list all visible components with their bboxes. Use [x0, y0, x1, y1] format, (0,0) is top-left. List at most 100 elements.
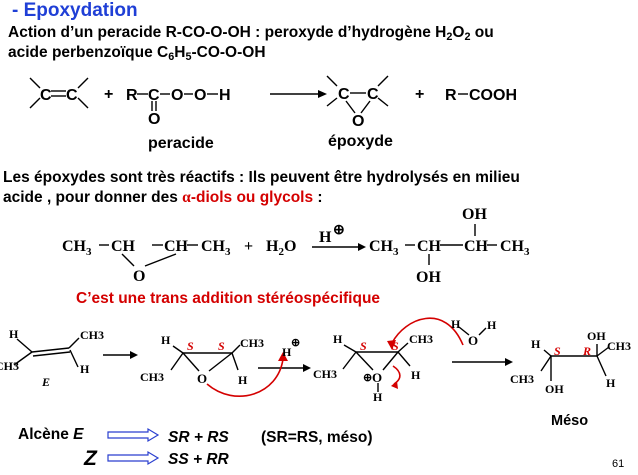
epoxide-label: époxyde — [328, 133, 393, 150]
hydrogen-atom: H — [373, 390, 383, 404]
methyl-group: CH3 — [62, 238, 92, 258]
config-z: Z — [84, 447, 97, 470]
epoxide-oxygen: O — [197, 371, 207, 386]
epoxide-oxygen: O — [352, 113, 364, 130]
hydrogen-atom: H — [531, 337, 541, 351]
hydroxyl-group: OH — [587, 329, 606, 343]
intro-sub: 2 — [464, 31, 471, 43]
methyl-group: CH3 — [240, 336, 264, 350]
hydrogen-atom: H — [238, 373, 248, 387]
epoxide-carbon: C — [367, 86, 379, 103]
meso-label: Méso — [551, 413, 589, 429]
peracide-o: O — [194, 87, 206, 104]
summary-text: Alcène — [18, 426, 74, 443]
title-text: Epoxydation — [23, 0, 138, 21]
plus-sign: + — [244, 238, 253, 255]
methyl-group: CH3 — [510, 372, 534, 386]
methyl-group: CH3 — [500, 238, 530, 258]
methyl-group: CH3 — [80, 328, 104, 342]
summary-row-1-label: Alcène E — [18, 426, 83, 444]
proton: H — [282, 345, 292, 359]
stereo-descriptor-s: S — [218, 339, 225, 353]
epoxide-carbon: C — [338, 86, 350, 103]
reactivity-line-1: Les époxydes sont très réactifs : Ils pe… — [3, 169, 520, 186]
plus-sign: + — [415, 86, 424, 103]
stereo-descriptor-s: S — [554, 344, 561, 358]
peracide-h: H — [219, 87, 231, 104]
peracide-label: peracide — [148, 135, 214, 152]
hydroxyl-group: OH — [416, 269, 441, 286]
intro-line-1: Action d’un peracide R-CO-O-OH : peroxyd… — [8, 24, 494, 42]
hydrogen-atom: H — [606, 376, 616, 390]
reactivity-text: : — [313, 189, 323, 206]
hydroxyl-group: OH — [462, 206, 487, 223]
stereo-descriptor-s: S — [360, 339, 367, 353]
methyl-group: CH3 — [0, 359, 19, 373]
alpha-symbol: α — [182, 189, 191, 206]
plus-sign: + — [104, 86, 113, 103]
positive-charge-icon: ⊕ — [333, 223, 345, 238]
intro-text: acide perbenzoïque C — [8, 44, 169, 61]
oxonium-oxygen: O — [372, 370, 382, 385]
stereo-descriptor-s: S — [392, 339, 399, 353]
diols-highlight: -diols ou glycols — [190, 189, 314, 206]
water: H2O — [266, 238, 296, 258]
intro-sub: 6 — [168, 51, 175, 63]
reactivity-text: acide , pour donner des — [3, 189, 183, 206]
methyl-group: CH3 — [409, 332, 433, 346]
arrowhead-icon — [505, 358, 513, 366]
methine-group: CH — [164, 238, 189, 255]
peracide-r: R — [126, 87, 138, 104]
red-arrowhead-icon — [278, 352, 288, 361]
page-number: 61 — [612, 458, 625, 470]
methine-group: CH — [417, 238, 442, 255]
positive-charge-icon: ⊕ — [363, 372, 372, 384]
peracide-c: C — [148, 87, 160, 104]
arrowhead-icon — [303, 364, 311, 372]
intro-line-2: acide perbenzoïque C6H5-CO-O-OH — [8, 44, 266, 62]
methine-group: CH — [464, 238, 489, 255]
title-dash: - — [12, 0, 24, 21]
intro-text: ou — [470, 24, 494, 41]
hydrogen-atom: H — [9, 327, 19, 341]
config-e: E — [73, 426, 84, 443]
acid-catalyst: H — [319, 229, 332, 246]
summary-row-1-result: SR + RS — [168, 429, 229, 446]
carbonyl-oxygen: O — [148, 111, 160, 128]
product-r: R — [445, 87, 457, 104]
water-hydrogen: H — [487, 318, 497, 332]
electron-flow-arrow — [391, 317, 464, 346]
hydrogen-atom: H — [80, 362, 90, 376]
methyl-group: CH3 — [201, 238, 231, 258]
hydroxyl-group: OH — [545, 382, 564, 396]
alkene-carbon: C — [66, 87, 78, 104]
methyl-group: CH3 — [607, 339, 631, 353]
red-arrowhead-icon — [391, 381, 398, 389]
summary-row-1-note: (SR=RS, méso) — [261, 429, 373, 446]
stereo-descriptor-s: S — [187, 339, 194, 353]
arrowhead-icon — [318, 90, 327, 98]
hydrogen-atom: H — [411, 368, 421, 382]
methyl-group: CH3 — [313, 367, 337, 381]
methyl-group: CH3 — [140, 370, 164, 384]
red-arrowhead-icon — [387, 340, 396, 350]
page-title: - Epoxydation — [12, 0, 138, 22]
alkene-e-label: E — [41, 375, 50, 389]
intro-sub: 5 — [185, 51, 192, 63]
intro-sub: 2 — [446, 31, 453, 43]
intro-text: -CO-O-OH — [191, 44, 266, 61]
intro-text: O — [452, 24, 465, 41]
summary-row-2-result: SS + RR — [168, 451, 229, 468]
stereo-descriptor-r: R — [582, 344, 591, 358]
product-cooh: COOH — [469, 87, 517, 104]
double-arrow-icon — [107, 427, 160, 443]
water-hydrogen: H — [451, 317, 461, 331]
intro-text: Action d’un peracide R-CO-O-OH : peroxyd… — [8, 24, 447, 41]
trans-addition-note: C’est une trans addition stéréospécifiqu… — [76, 290, 381, 307]
arrowhead-icon — [358, 243, 366, 251]
positive-charge-icon: ⊕ — [291, 337, 300, 349]
intro-text: H — [174, 44, 186, 61]
